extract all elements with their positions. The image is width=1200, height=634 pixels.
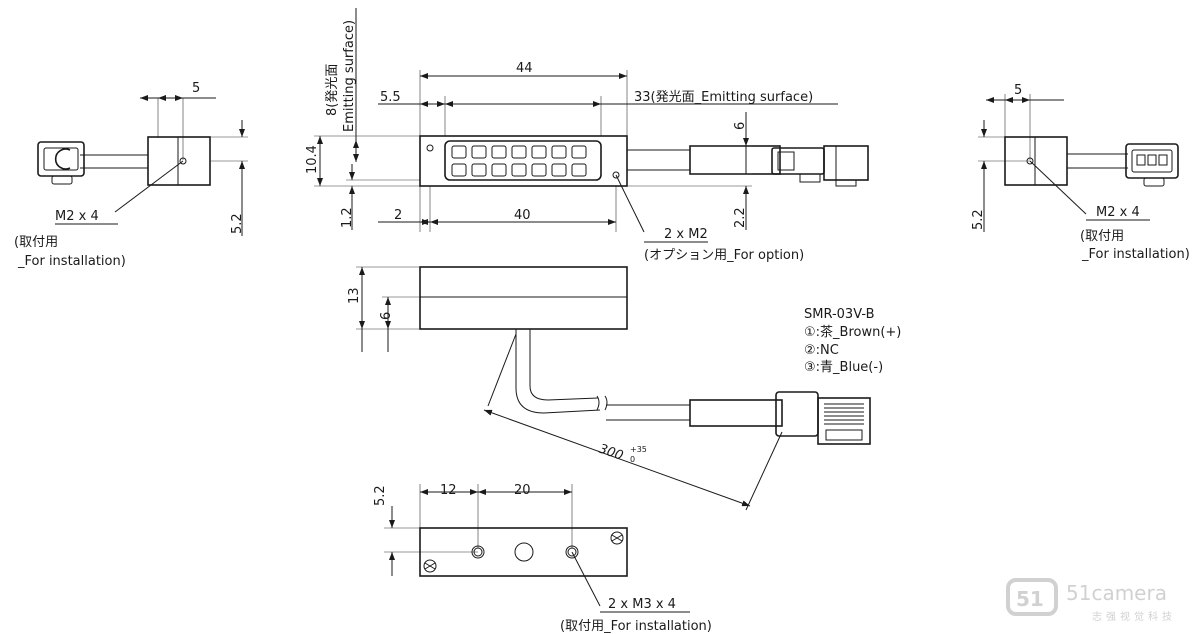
dim-5-left: 5	[192, 81, 200, 96]
note-bottom-screw: 2 x M3 x 4	[608, 597, 676, 612]
note-left-install-2: _For installation)	[17, 254, 126, 269]
dim-10-4: 10.4	[305, 145, 320, 174]
logo-brand: 51camera	[1066, 581, 1167, 605]
dim-12: 12	[440, 483, 457, 498]
dim-44: 44	[516, 61, 533, 76]
cable-sleeve-front	[689, 399, 783, 427]
light-body-front	[419, 266, 628, 330]
dim-13: 13	[347, 287, 362, 304]
connector-pin3: ③:青_Blue(-)	[804, 360, 883, 375]
dim-6-right: 6	[733, 122, 748, 130]
dim-300: 300	[597, 442, 625, 464]
watermark-logo: 51 51camera 志强视觉科技	[1006, 578, 1176, 623]
dim-5-2-bottom: 5.2	[373, 485, 388, 506]
note-left-install-1: (取付用	[14, 235, 58, 250]
dim-emitting-surface: Emitting surface)	[342, 20, 357, 132]
emitting-surface	[444, 140, 602, 181]
left-side-view: 5 5.2 M2 x 4 (取付用 _For installation)	[14, 81, 248, 269]
dim-33: 33(発光面_Emitting surface)	[634, 90, 813, 105]
dim-8-emitting: 8(発光面	[325, 64, 340, 116]
led-array	[451, 145, 587, 177]
note-right-install-2: _For installation)	[1081, 247, 1190, 262]
light-body-bottom	[419, 527, 628, 577]
svg-text:51: 51	[1016, 587, 1044, 611]
connector-pin2: ②:NC	[804, 343, 839, 358]
dim-40: 40	[514, 208, 531, 223]
connector-end-right	[1125, 143, 1179, 179]
dim-5-5: 5.5	[380, 90, 401, 105]
top-view: 44 5.5 33(発光面_Emitting surface) 8(発光面 Em…	[305, 8, 869, 263]
cable-sleeve-top	[689, 145, 781, 175]
connector-end-left	[37, 141, 85, 177]
connector-model: SMR-03V-B	[804, 307, 874, 322]
dim-5-2-left: 5.2	[230, 213, 245, 234]
note-right-screw: M2 x 4	[1096, 205, 1140, 220]
connector-pin1: ①:茶_Brown(+)	[804, 324, 901, 340]
tol-zero: 0	[630, 455, 635, 464]
dim-5-2-right: 5.2	[971, 209, 986, 230]
dim-2: 2	[394, 208, 402, 223]
dim-6-front: 6	[379, 312, 394, 320]
note-left-screw: M2 x 4	[55, 209, 99, 224]
front-view: 13 6 300 +35 0 SMR-03V-B ①:茶_Brown(+) ②:…	[347, 266, 901, 511]
dim-20: 20	[514, 483, 531, 498]
note-bottom-install: (取付用_For installation)	[560, 619, 712, 634]
connector-top	[823, 145, 869, 181]
tol-plus: +35	[630, 445, 647, 454]
note-option-use: (オプション用_For option)	[644, 248, 804, 263]
light-body-top	[419, 135, 628, 187]
right-side-view: 5 5.2 M2 x 4 (取付用 _For installation)	[971, 83, 1190, 262]
light-body-side-left	[147, 136, 211, 186]
connector-front	[817, 397, 871, 445]
dim-5-right: 5	[1014, 83, 1022, 98]
note-option-screw: 2 x M2	[664, 227, 708, 242]
bottom-view: 12 20 5.2 2 x M3 x 4 (取付用_For installati…	[373, 483, 712, 634]
dim-1-2: 1.2	[340, 207, 355, 228]
logo-tagline: 志强视觉科技	[1092, 610, 1176, 623]
dim-2-2: 2.2	[733, 207, 748, 228]
note-right-install-1: (取付用	[1080, 229, 1124, 244]
